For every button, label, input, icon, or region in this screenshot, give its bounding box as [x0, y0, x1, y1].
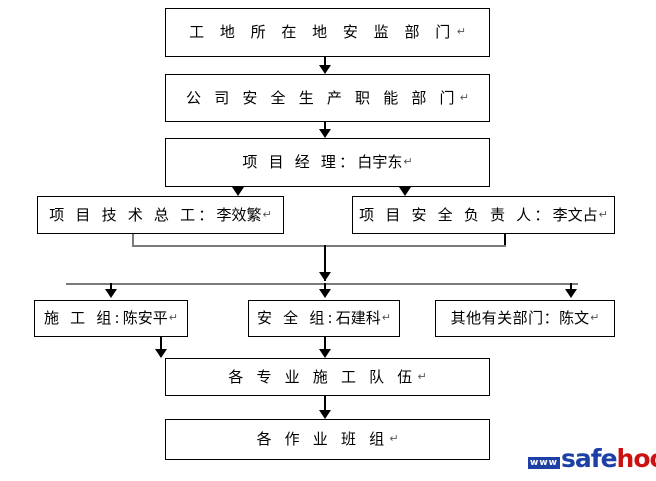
connector-bus-distribution	[324, 245, 326, 281]
connector-node4-bus	[132, 233, 134, 247]
logo-www-badge: www	[528, 457, 560, 469]
node-other-related-departments[interactable]: 其他有关部门：陈文↵	[435, 300, 615, 337]
node6-pilcrow: ↵	[168, 311, 179, 325]
node4-pilcrow: ↵	[262, 207, 272, 221]
node3-role: 项 目 经 理：	[242, 153, 358, 172]
node9-label: 各 专 业 施 工 队 伍	[228, 367, 417, 386]
node5-role: 项 目 安 全 负 责 人：	[359, 205, 553, 224]
arrowhead-node3-node5	[399, 187, 411, 196]
connector-node5-bus	[504, 233, 506, 247]
node8-person: 陈文	[559, 309, 590, 328]
arrowhead-node9-node10	[319, 410, 331, 419]
arrowhead-node6-node9	[155, 349, 167, 358]
arrowhead-bar-node8	[565, 289, 577, 298]
logo-hoo-text: hoo	[616, 444, 656, 473]
arrowhead-bar-node7	[319, 289, 331, 298]
node1-pilcrow: ↵	[456, 25, 466, 39]
connector-bar-node6	[110, 283, 112, 291]
node8-pilcrow: ↵	[590, 311, 600, 325]
connector-node6-node9	[160, 336, 162, 353]
safehoo-watermark-logo: wwwsafehoo.com	[528, 446, 656, 471]
node-project-manager[interactable]: 项 目 经 理：白宇东↵	[165, 138, 490, 187]
arrowhead-node3-node4	[232, 187, 244, 196]
connector-bar-node8	[570, 283, 572, 291]
node2-label: 公 司 安 全 生 产 职 能 部 门	[186, 88, 459, 107]
connector-node2-node3	[324, 122, 326, 131]
node2-pilcrow: ↵	[459, 90, 469, 104]
node-work-crews[interactable]: 各 作 业 班 组↵	[165, 419, 490, 460]
node5-pilcrow: ↵	[598, 207, 608, 221]
node-professional-construction-teams[interactable]: 各 专 业 施 工 队 伍↵	[165, 358, 490, 396]
node-safety-group[interactable]: 安 全 组:石建科↵	[248, 300, 400, 337]
node1-label: 工 地 所 在 地 安 监 部 门	[189, 23, 456, 42]
distribution-bar	[66, 283, 578, 285]
node10-label: 各 作 业 班 组	[256, 430, 389, 449]
node-company-safety-production-dept[interactable]: 公 司 安 全 生 产 职 能 部 门↵	[165, 74, 490, 122]
node-construction-group[interactable]: 施 工 组:陈安平↵	[34, 300, 188, 337]
node7-pilcrow: ↵	[381, 311, 392, 325]
arrowhead-bus-distribution	[319, 272, 331, 281]
node4-role: 项 目 技 术 总 工：	[49, 205, 217, 224]
merge-bus	[132, 245, 506, 247]
node7-person: 石建科	[335, 309, 381, 328]
node-site-safety-supervision-dept[interactable]: 工 地 所 在 地 安 监 部 门↵	[165, 8, 490, 57]
node-project-chief-engineer[interactable]: 项 目 技 术 总 工：李效繁↵	[37, 196, 284, 234]
arrowhead-node7-node9	[319, 349, 331, 358]
node9-pilcrow: ↵	[417, 369, 427, 383]
arrowhead-bar-node6	[105, 289, 117, 298]
node7-role: 安 全 组:	[256, 309, 336, 328]
node6-person: 陈安平	[122, 309, 168, 328]
connector-bar-node7	[324, 283, 326, 291]
node3-pilcrow: ↵	[403, 155, 413, 169]
connector-node1-node2	[324, 57, 326, 69]
node3-person: 白宇东	[357, 153, 403, 172]
connector-node7-node9	[324, 336, 326, 353]
node8-role: 其他有关部门：	[450, 309, 560, 328]
node10-pilcrow: ↵	[389, 432, 399, 446]
logo-safe-text: safe	[560, 444, 618, 473]
node6-role: 施 工 组:	[43, 309, 123, 328]
node4-person: 李效繁	[216, 205, 262, 224]
arrowhead-node1-node2	[319, 65, 331, 74]
arrowhead-node2-node3	[319, 129, 331, 138]
node-project-safety-officer[interactable]: 项 目 安 全 负 责 人：李文占↵	[352, 196, 615, 234]
node5-person: 李文占	[552, 205, 598, 224]
connector-node9-node10	[324, 396, 326, 414]
